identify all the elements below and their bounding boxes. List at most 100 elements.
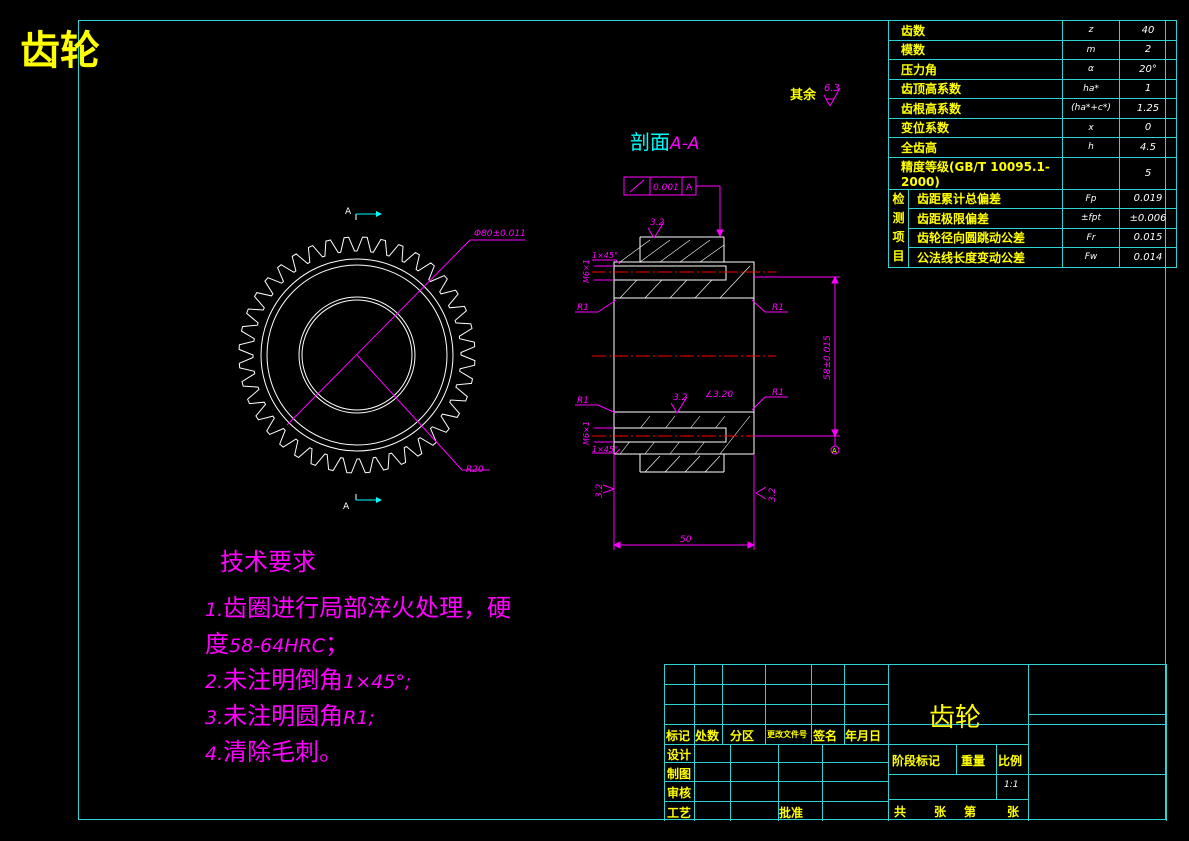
roughness-note: 其余 xyxy=(790,84,816,103)
section-label-text: 剖面 xyxy=(630,130,670,154)
title-block: 齿轮 标记 处数 分区 更改文件号 签名 年月日 设计 制图 审核 工艺 批准 … xyxy=(664,664,1167,821)
tolerance-frame: 0.001 A xyxy=(623,176,724,238)
tb-role-drafting: 制图 xyxy=(667,767,692,781)
inspection-symbol: Fw xyxy=(1062,247,1120,268)
tb-label-signature: 签名 xyxy=(813,729,838,743)
roughness-symbol-general: 6.3 xyxy=(823,83,841,107)
tolerance-value: 0.001 xyxy=(653,183,679,193)
inspection-name: 公法线长度变动公差 xyxy=(908,247,1063,268)
title-block-part-name: 齿轮 xyxy=(929,703,982,733)
tech-requirements-title: 技术要求 xyxy=(220,548,316,576)
tb-scale-label: 比例 xyxy=(998,754,1023,768)
tb-role-review: 审核 xyxy=(667,786,692,800)
tb-stage: 阶段标记 xyxy=(892,754,941,768)
tb-label-count: 处数 xyxy=(695,729,720,743)
datum-a-symbol: A xyxy=(832,447,837,455)
inspection-name: 齿距累计总偏差 xyxy=(908,188,1063,209)
tb-label-mark: 标记 xyxy=(666,729,691,743)
parameter-symbol: ha* xyxy=(1062,78,1120,99)
parameter-value: 5 xyxy=(1119,156,1177,190)
width-dimension: 50 xyxy=(680,535,692,545)
roughness-value-4: 3.2 xyxy=(768,487,778,502)
parameter-row: 精度等级(GB/T 10095.1-2000)5 xyxy=(888,156,1177,190)
bore-circle-outer xyxy=(298,296,416,414)
inspection-name: 齿距极限偏差 xyxy=(908,208,1063,229)
parameter-name: 变位系数 xyxy=(888,117,1063,138)
section-label: 剖面A-A xyxy=(630,126,699,155)
inspection-symbol: Fr xyxy=(1062,227,1120,248)
radius-leader xyxy=(356,354,463,471)
parameter-value: 4.5 xyxy=(1119,137,1177,158)
r1-bottom-right: R1 xyxy=(772,388,784,398)
section-label-suffix: A-A xyxy=(670,134,700,154)
tb-sheet-no: 第 xyxy=(964,805,977,819)
tech-line-2: 度58-64HRC； xyxy=(205,630,349,658)
drawing-title: 齿轮 xyxy=(20,28,100,74)
root-circle xyxy=(260,258,454,452)
tb-label-date: 年月日 xyxy=(845,729,882,743)
diameter-label: Φ80±0.011 xyxy=(474,229,526,239)
parameter-symbol xyxy=(1062,156,1120,190)
parameter-name: 压力角 xyxy=(888,59,1063,80)
parameter-row: 齿根高系数(ha*+c*)1.25 xyxy=(888,98,1177,119)
parameter-value: 1.25 xyxy=(1119,98,1177,119)
diameter-leader xyxy=(286,239,471,426)
parameter-value: 0 xyxy=(1119,117,1177,138)
inspection-value: 0.019 xyxy=(1119,188,1177,209)
roughness-value-3: 3.2 xyxy=(595,483,605,498)
radius-r20-label: R20 xyxy=(466,465,484,475)
section-mark-bottom: A xyxy=(343,502,350,512)
roughness-general-value: 6.3 xyxy=(824,83,840,94)
tech-line-4: 3.未注明圆角R1; xyxy=(205,702,375,730)
bore-dimension: 58±0.015 xyxy=(823,335,833,380)
parameter-symbol: x xyxy=(1062,117,1120,138)
gear-front-view: Φ80±0.011 R20 A A xyxy=(238,207,526,512)
bore-circle-inner xyxy=(301,299,413,411)
inspection-value: 0.015 xyxy=(1119,227,1177,248)
parameter-value: 40 xyxy=(1119,20,1177,41)
tb-scale: 1:1 xyxy=(1004,780,1019,790)
parameter-symbol: z xyxy=(1062,20,1120,41)
tb-role-design: 设计 xyxy=(667,748,692,762)
inspection-row: 齿距极限偏差±fpt±0.006 xyxy=(889,208,1177,229)
roughness-value-2: 3.2 xyxy=(673,393,688,403)
tb-sheet-unit-1: 张 xyxy=(934,805,947,819)
keyway-top: M6×1 xyxy=(582,259,591,283)
inspection-symbol: Fp xyxy=(1062,188,1120,209)
tech-line-1: 1.齿圈进行局部淬火处理，硬 xyxy=(205,594,512,622)
parameter-symbol: m xyxy=(1062,39,1120,60)
parameter-name: 齿数 xyxy=(888,20,1063,41)
parameter-name: 模数 xyxy=(888,39,1063,60)
tech-line-5: 4.清除毛刺。 xyxy=(205,738,344,766)
parameter-name: 全齿高 xyxy=(888,137,1063,158)
tech-line-3: 2.未注明倒角1×45°; xyxy=(205,666,412,694)
chamfer-bottom: 1×45° xyxy=(592,445,618,454)
drawing-border xyxy=(78,20,1166,820)
inspection-name: 齿轮径向圆跳动公差 xyxy=(908,227,1063,248)
chamfer-top: 1×45° xyxy=(592,251,618,260)
tb-label-change-doc: 更改文件号 xyxy=(767,730,807,739)
roughness-value-1: 3.2 xyxy=(650,218,665,228)
parameter-symbol: h xyxy=(1062,137,1120,158)
inspection-value: 0.014 xyxy=(1119,247,1177,268)
keyway-bottom: M6×1 xyxy=(582,421,591,445)
r1-top-left: R1 xyxy=(577,303,589,313)
inspection-symbol: ±fpt xyxy=(1062,208,1120,229)
inspection-group-label: 检测项目 xyxy=(887,188,910,268)
tolerance-datum: A xyxy=(686,183,693,193)
section-mark-top: A xyxy=(345,207,352,217)
parameter-symbol: (ha*+c*) xyxy=(1062,98,1120,119)
gear-teeth-outline xyxy=(238,236,476,474)
angle-note: ∠3.20 xyxy=(705,390,733,400)
tb-role-process: 工艺 xyxy=(667,806,692,820)
r1-top-right: R1 xyxy=(772,303,784,313)
gear-section-view: 0.001 A 3.2 3.2 3.2 3.2 ∠3.20 1×45° 1×45… xyxy=(575,176,840,550)
parameter-value: 20° xyxy=(1119,59,1177,80)
